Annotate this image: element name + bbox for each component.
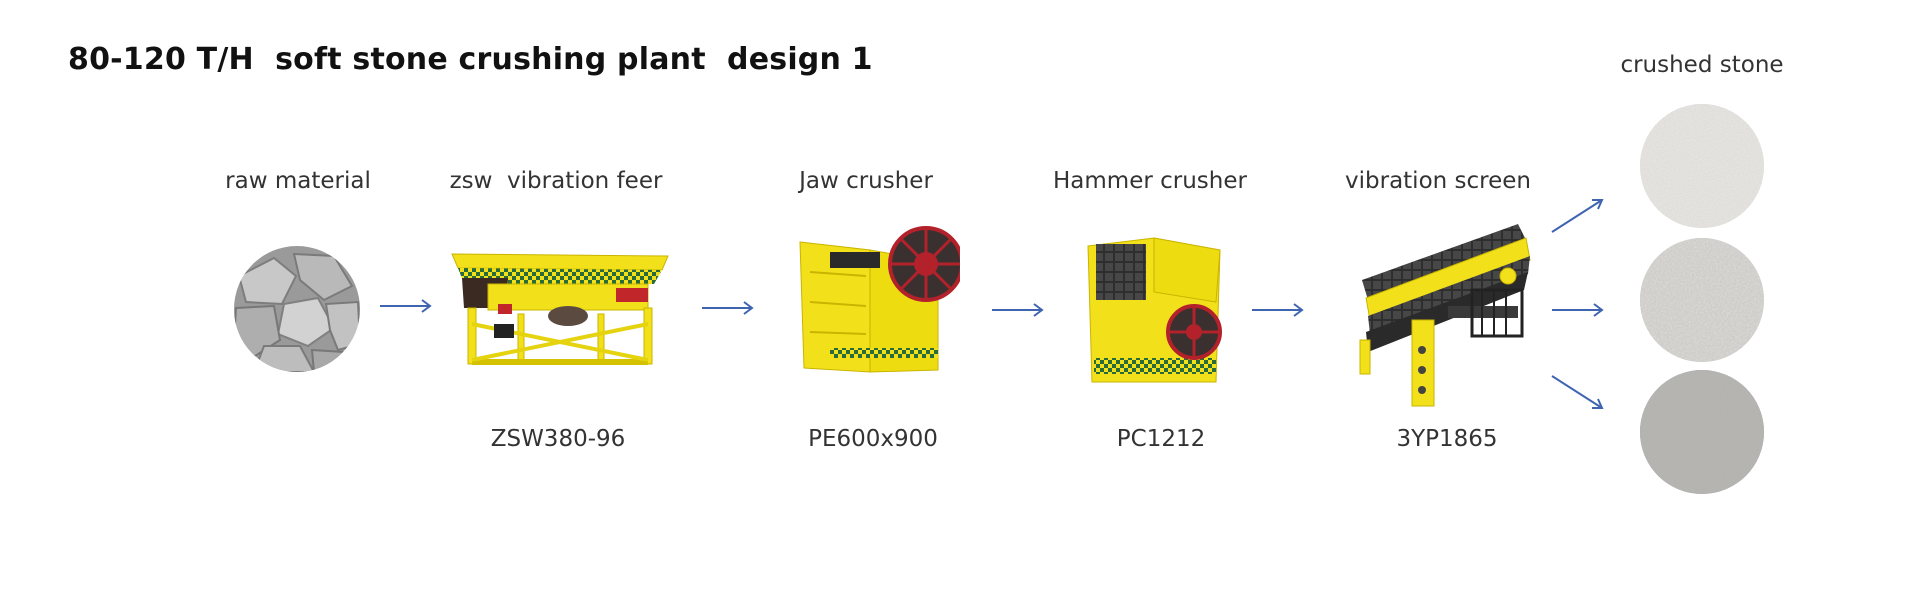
arrow-down-right-icon [1551, 375, 1604, 409]
stage-label-raw-material: raw material [225, 168, 371, 194]
stage-label-jaw-crusher: Jaw crusher [799, 168, 933, 194]
hammer-crusher-image [1087, 237, 1222, 383]
vibration-feeder-image [451, 253, 669, 365]
vibration-screen-image [1359, 224, 1531, 407]
arrow-up-right-icon [1551, 199, 1604, 233]
stage-label-vibration-screen: vibration screen [1345, 168, 1531, 194]
crushed-stone-fine-image [1640, 104, 1764, 228]
output-label: crushed stone [1620, 52, 1784, 78]
arrow-icon [702, 301, 754, 315]
arrow-icon [1252, 303, 1304, 317]
arrow-icon [992, 303, 1044, 317]
jaw-crusher-image [799, 226, 960, 373]
model-feeder: ZSW380-96 [490, 426, 626, 452]
model-vibration-screen: 3YP1865 [1396, 426, 1498, 452]
crushed-stone-medium-image [1640, 238, 1764, 362]
stage-label-hammer-crusher: Hammer crusher [1053, 168, 1247, 194]
crushed-stone-coarse-image [1640, 370, 1764, 494]
arrow-icon [380, 299, 432, 313]
raw-stone-image [234, 246, 360, 372]
stage-label-feeder: zsw vibration feer [449, 168, 663, 194]
model-hammer-crusher: PC1212 [1116, 426, 1206, 452]
model-jaw-crusher: PE600x900 [808, 426, 938, 452]
page-title: 80-120 T/H soft stone crushing plant des… [68, 42, 873, 77]
arrow-right-icon [1552, 303, 1604, 317]
